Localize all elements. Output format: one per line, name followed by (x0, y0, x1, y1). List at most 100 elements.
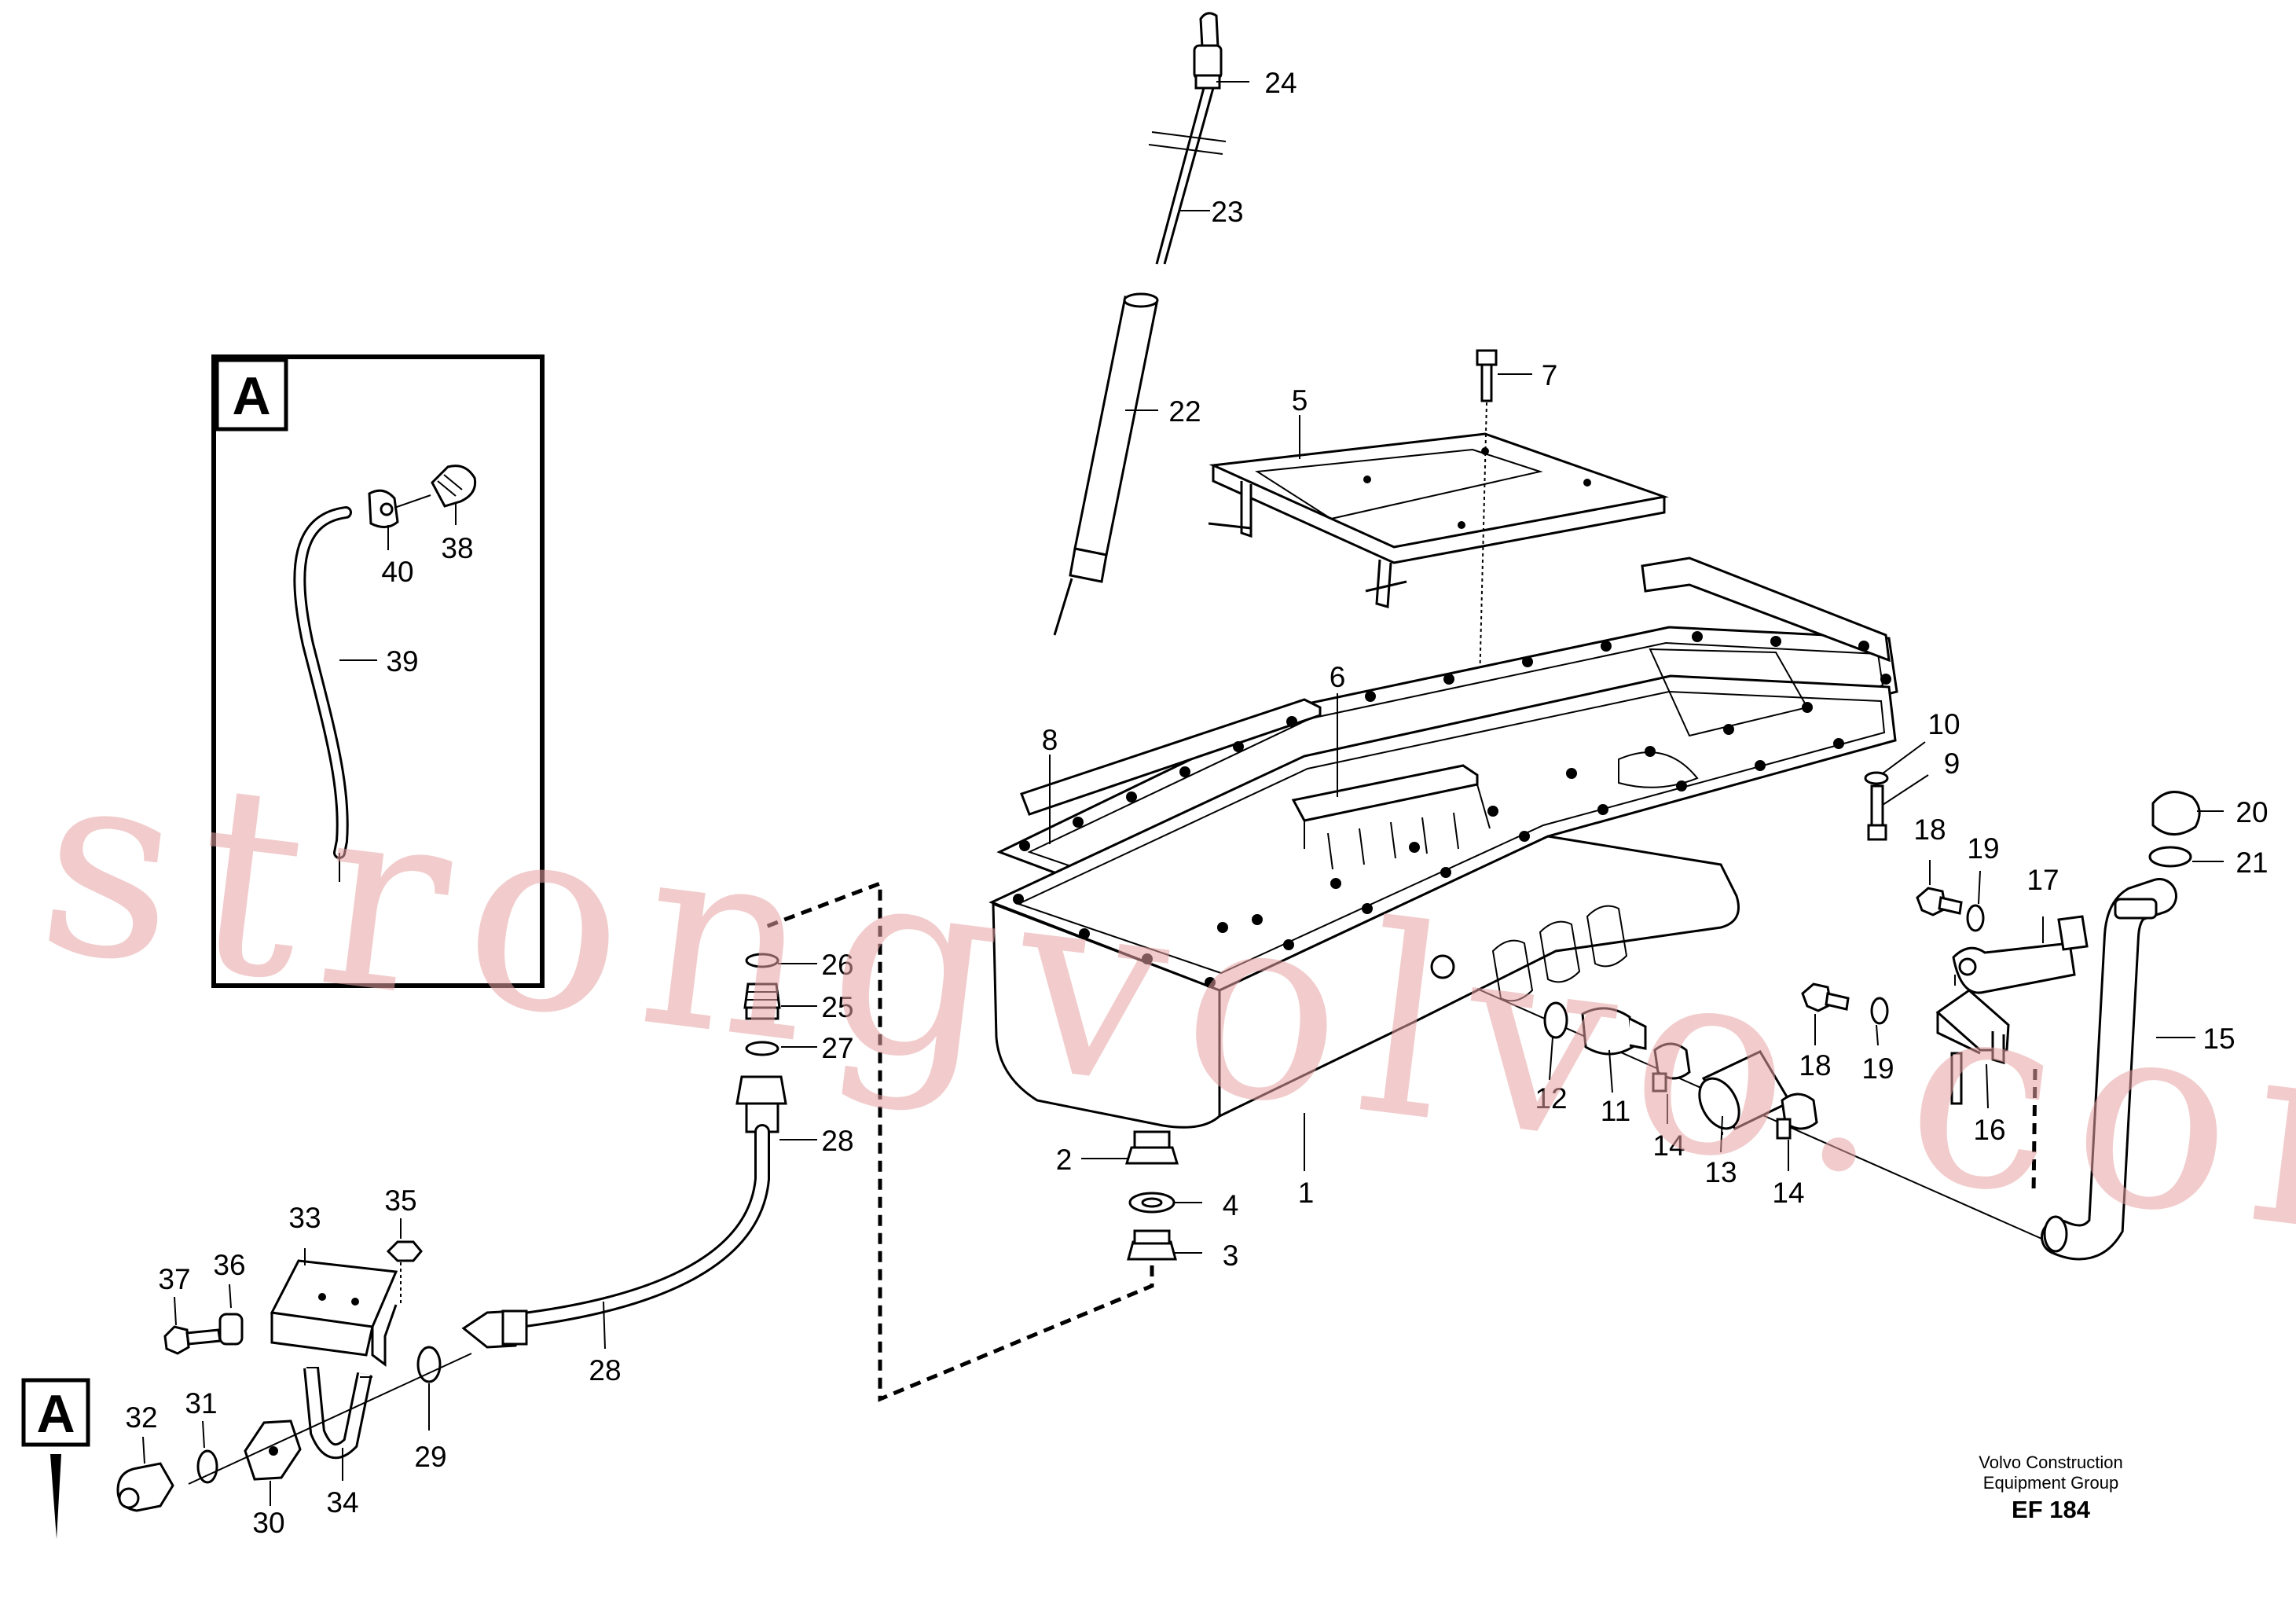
lower-fittings: 29 33 35 36 37 34 30 3 (116, 1184, 472, 1539)
drain-plug-2 (1124, 1146, 1179, 1165)
callout-28: 28 (821, 1125, 853, 1157)
callout-1: 1 (1298, 1177, 1315, 1209)
filler-pipe-assembly: 12 11 14 13 14 15 21 (1476, 791, 2268, 1261)
hose-39 (295, 509, 350, 857)
bracket-16 (1935, 989, 2010, 1052)
gasket-strip-left (1020, 698, 1322, 816)
baffle-plate-assembly: 5 7 (1208, 349, 1669, 779)
gasket-6 (1291, 764, 1479, 822)
bracket-17 (1952, 942, 2076, 994)
callout-3: 3 (1223, 1240, 1239, 1272)
callout-18a: 18 (1913, 814, 1946, 846)
detail-view-label: A (232, 366, 270, 426)
clamp-40-hole (380, 502, 394, 516)
reference-arrow (50, 1454, 61, 1539)
detail-view-a: A 40 38 39 (211, 354, 545, 988)
bolt-7 (1476, 349, 1498, 366)
callout-14a: 14 (1652, 1129, 1685, 1162)
callout-30: 30 (252, 1507, 284, 1539)
drawing-code: EF 184 (2012, 1496, 2090, 1523)
callout-9: 9 (1944, 747, 1960, 780)
assembly-reference-path (763, 880, 1154, 1402)
callout-31: 31 (185, 1387, 217, 1420)
callout-39: 39 (386, 645, 418, 678)
callout-19b: 19 (1861, 1052, 1894, 1085)
callout-11: 11 (1601, 1095, 1630, 1127)
publisher-block: Volvo Construction Equipment Group EF 18… (1933, 1453, 2169, 1523)
detail-reference-marker: A (21, 1378, 90, 1539)
callout-23: 23 (1211, 196, 1243, 228)
reference-label: A (36, 1384, 75, 1444)
o-ring-27 (745, 1041, 779, 1056)
oil-pan-body (992, 835, 1740, 1129)
callout-4: 4 (1223, 1189, 1239, 1221)
callout-33: 33 (288, 1202, 321, 1234)
drain-pipe-28 (513, 1126, 768, 1326)
nipple-11 (1581, 1007, 1634, 1056)
spacer-36 (218, 1313, 244, 1346)
callout-35: 35 (384, 1184, 416, 1217)
callout-38: 38 (441, 532, 473, 564)
callout-17: 17 (2026, 864, 2059, 896)
callout-15: 15 (2202, 1023, 2235, 1055)
callout-5: 5 (1292, 384, 1308, 417)
washer-19b (1870, 997, 1889, 1025)
callout-34: 34 (326, 1486, 358, 1519)
callout-8: 8 (1042, 724, 1058, 756)
dipstick-tube (1073, 296, 1158, 556)
callout-36: 36 (213, 1249, 245, 1281)
bracket-33 (270, 1259, 398, 1328)
detail-view-frame (211, 354, 545, 988)
callout-7: 7 (1542, 359, 1558, 391)
drain-plug-assembly: 2 4 3 (1056, 1130, 1239, 1272)
washer-10 (1864, 771, 1889, 785)
bolt-9-washer-10: 10 9 (1864, 708, 1960, 841)
screw-38 (431, 465, 477, 508)
callout-20: 20 (2235, 796, 2268, 828)
gasket-strip-right (1641, 556, 1891, 663)
drain-fitting-assembly: 26 25 27 28 28 (461, 949, 854, 1386)
bolt-9 (1870, 784, 1884, 827)
callout-16: 16 (1973, 1114, 2005, 1146)
callout-32: 32 (125, 1401, 157, 1434)
callout-19a: 19 (1967, 832, 1999, 865)
callout-40: 40 (381, 556, 413, 588)
dipstick-rod (1155, 87, 1205, 265)
callout-29: 29 (414, 1441, 446, 1473)
pipe-nut (735, 1075, 787, 1105)
callout-24: 24 (1264, 67, 1297, 99)
washer-21 (2148, 846, 2192, 868)
callout-6: 6 (1330, 661, 1346, 693)
o-ring-29 (416, 1346, 442, 1383)
callout-22: 22 (1168, 395, 1201, 428)
dipstick-assembly: 24 23 22 (1053, 12, 1297, 636)
callout-25: 25 (821, 991, 853, 1023)
callout-27: 27 (821, 1032, 853, 1064)
publisher-line-2: Equipment Group (1982, 1473, 2119, 1493)
callout-28-lower: 28 (589, 1354, 621, 1386)
callout-2: 2 (1056, 1144, 1073, 1176)
callout-37: 37 (158, 1263, 190, 1295)
o-ring-26 (745, 953, 779, 968)
filler-cap-20 (2151, 791, 2201, 836)
callout-21: 21 (2235, 847, 2268, 879)
o-ring-31 (196, 1449, 218, 1484)
baffle-plate (1209, 432, 1669, 549)
oil-pan-assembly: 8 6 1 (988, 556, 1898, 1209)
callout-14b: 14 (1772, 1177, 1804, 1209)
publisher-line-1: Volvo Construction (1979, 1453, 2123, 1472)
bolt-37 (163, 1325, 190, 1355)
fitting-25 (743, 982, 781, 1009)
callout-10: 10 (1927, 708, 1960, 740)
callout-26: 26 (821, 949, 853, 981)
reference-label-box (21, 1378, 90, 1447)
seal-12 (1543, 1001, 1568, 1039)
callout-18b: 18 (1799, 1049, 1831, 1082)
callout-12: 12 (1535, 1082, 1567, 1115)
nut-35 (386, 1240, 423, 1262)
callout-13: 13 (1704, 1156, 1737, 1188)
detail-view-label-box (215, 358, 288, 432)
u-bend-34 (306, 1367, 370, 1457)
